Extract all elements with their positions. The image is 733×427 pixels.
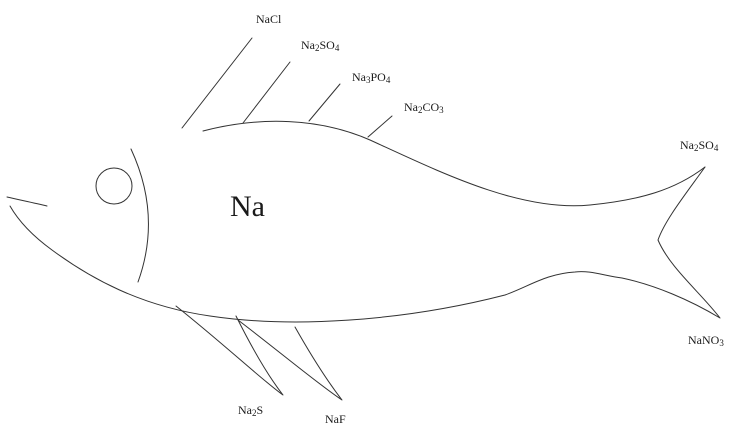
spine-top-3: [308, 83, 341, 122]
fish-gill: [130, 148, 149, 283]
label-top-2: Na2SO4: [301, 38, 340, 53]
fin-bottom-2: [237, 319, 343, 401]
fish-eye: [95, 167, 133, 205]
element-label: Na: [230, 190, 265, 223]
label-bottom-1: Na2S: [238, 403, 264, 418]
fish-mouth: [6, 196, 48, 207]
spine-top-4: [367, 115, 393, 138]
fin-bottom-1: [175, 305, 284, 396]
label-top-1: NaCl: [256, 12, 282, 26]
label-bottom-2: NaF: [325, 412, 346, 426]
fish-tail: [9, 166, 721, 323]
fish-body-top: [202, 120, 706, 207]
spine-top-1: [181, 37, 253, 129]
label-tail-bottom: NaNO3: [688, 333, 724, 348]
label-top-3: Na3PO4: [352, 70, 391, 85]
spine-top-2: [242, 61, 291, 124]
label-top-4: Na2CO3: [404, 100, 444, 115]
label-tail-top: Na2SO4: [680, 138, 719, 153]
